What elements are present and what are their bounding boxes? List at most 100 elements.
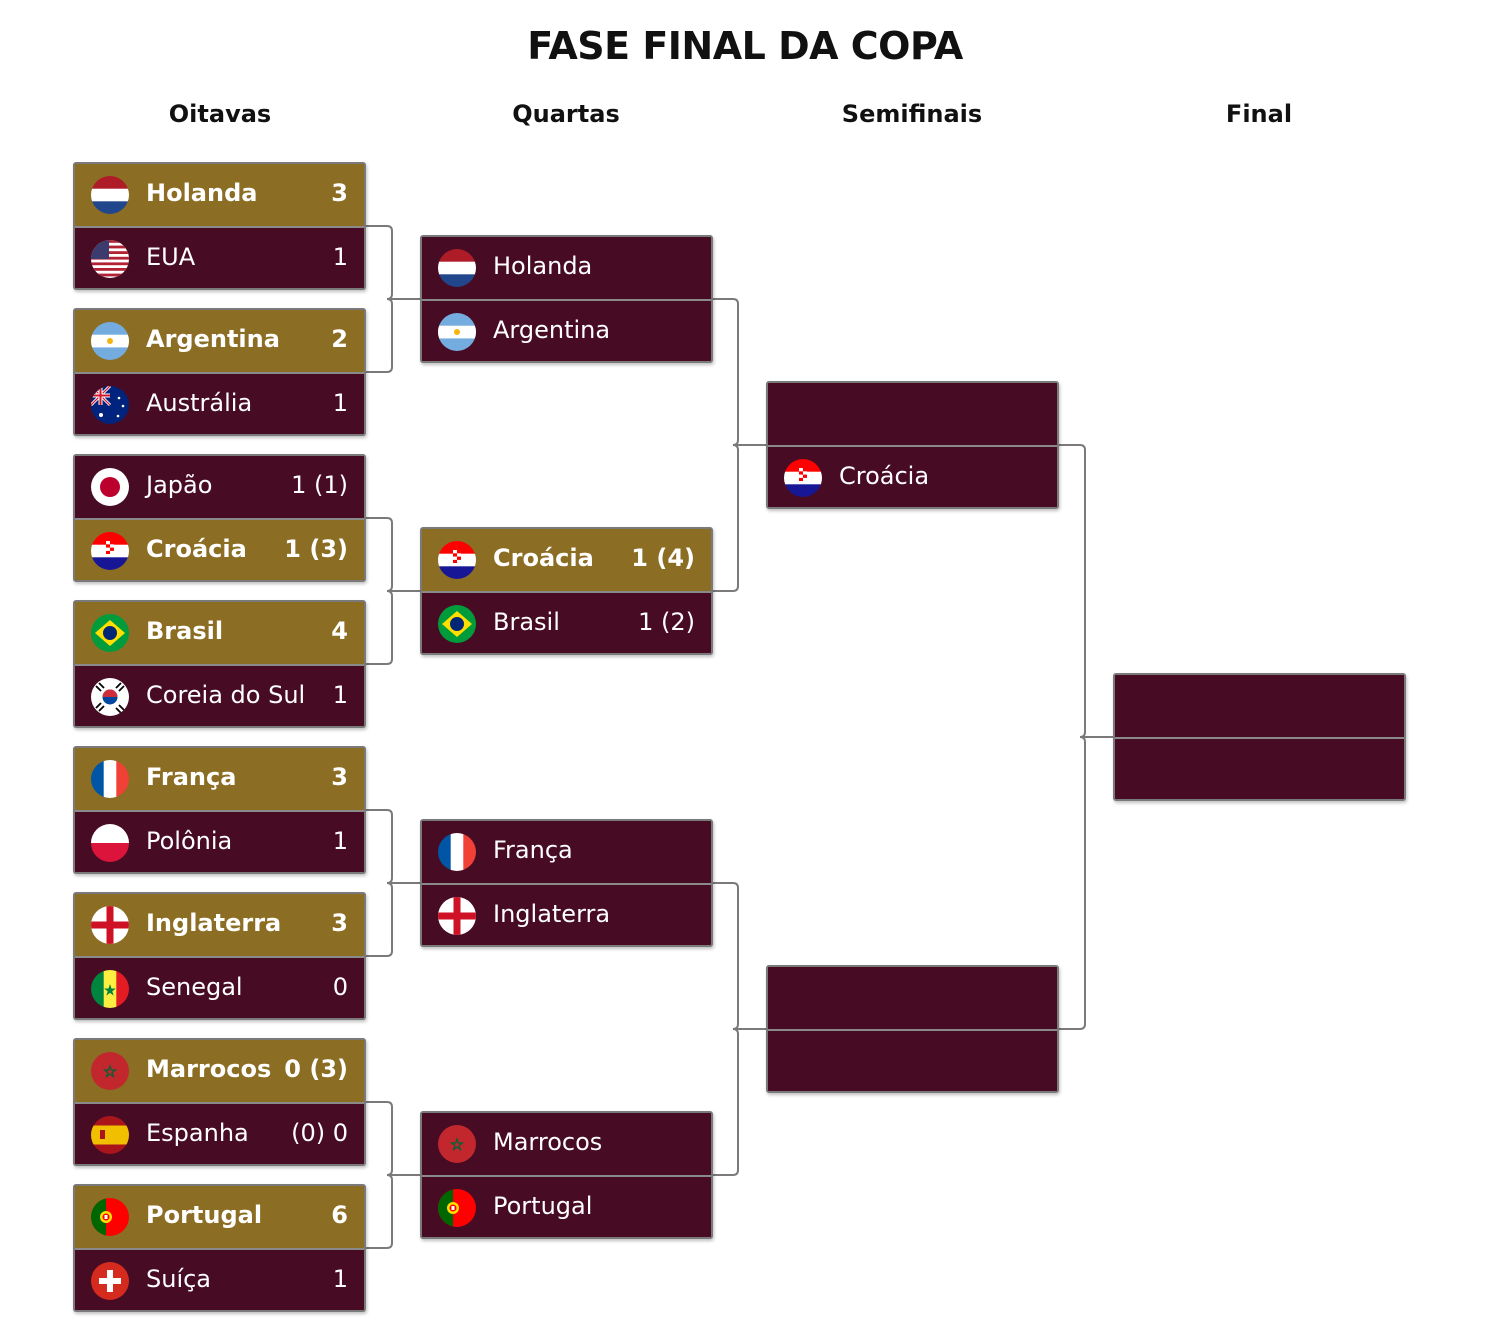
connector-line — [364, 809, 420, 957]
connector-line — [711, 298, 766, 592]
match-r16-7[interactable]: Marrocos 0 (3) Espanha (0) 0 — [73, 1038, 366, 1166]
morocco-flag-icon — [91, 1052, 129, 1090]
team-row[interactable]: Espanha (0) 0 — [75, 1102, 364, 1164]
team-row[interactable] — [1115, 737, 1404, 799]
team-name: França — [146, 763, 237, 791]
team-score: 2 — [331, 325, 348, 353]
team-row[interactable]: Portugal 6 — [75, 1186, 364, 1248]
poland-flag-icon — [91, 824, 129, 862]
team-name: Marrocos — [146, 1055, 272, 1083]
team-name: Holanda — [493, 252, 593, 280]
team-row[interactable]: Portugal — [422, 1175, 711, 1237]
team-name: Croácia — [839, 462, 930, 490]
round-label-semifinais: Semifinais — [841, 100, 983, 128]
france-flag-icon — [91, 760, 129, 798]
team-row[interactable] — [768, 967, 1057, 1029]
team-name: Argentina — [146, 325, 280, 353]
team-score: (0) 0 — [291, 1119, 348, 1147]
portugal-flag-icon — [91, 1198, 129, 1236]
team-row[interactable]: Brasil 1 (2) — [422, 591, 711, 653]
team-score: 3 — [331, 763, 348, 791]
bracket-title: FASE FINAL DA COPA — [527, 24, 963, 68]
team-name: Brasil — [493, 608, 560, 636]
connector-line — [364, 225, 420, 373]
team-name: Inglaterra — [146, 909, 282, 937]
team-score: 3 — [331, 909, 348, 937]
australia-flag-icon — [91, 386, 129, 424]
argentina-flag-icon — [438, 313, 476, 351]
team-score: 1 (2) — [638, 608, 695, 636]
usa-flag-icon — [91, 240, 129, 278]
team-row[interactable] — [768, 383, 1057, 445]
team-name: Coreia do Sul — [146, 681, 306, 709]
team-name: França — [493, 836, 573, 864]
team-row[interactable]: França — [422, 821, 711, 883]
south-korea-flag-icon — [91, 678, 129, 716]
team-name: Croácia — [146, 535, 247, 563]
team-row[interactable]: Croácia 1 (3) — [75, 518, 364, 580]
team-score: 1 (3) — [284, 535, 348, 563]
connector-line — [364, 517, 420, 665]
team-score: 1 (4) — [631, 544, 695, 572]
team-name: Marrocos — [493, 1128, 603, 1156]
team-row[interactable]: Argentina — [422, 299, 711, 361]
brazil-flag-icon — [91, 614, 129, 652]
team-row[interactable] — [1115, 675, 1404, 737]
team-name: Polônia — [146, 827, 233, 855]
match-sf-1[interactable]: Croácia — [766, 381, 1059, 509]
team-name: Brasil — [146, 617, 224, 645]
match-sf-2[interactable] — [766, 965, 1059, 1093]
team-row[interactable]: Coreia do Sul 1 — [75, 664, 364, 726]
team-name: Japão — [146, 471, 213, 499]
round-label-final: Final — [1225, 100, 1293, 128]
team-row[interactable]: França 3 — [75, 748, 364, 810]
team-score: 1 — [332, 389, 348, 417]
team-row[interactable]: Argentina 2 — [75, 310, 364, 372]
team-score: 6 — [331, 1201, 348, 1229]
argentina-flag-icon — [91, 322, 129, 360]
round-label-oitavas: Oitavas — [168, 100, 272, 128]
team-row[interactable]: Croácia — [768, 445, 1057, 507]
connector-line — [1057, 444, 1113, 1030]
team-row[interactable]: Marrocos — [422, 1113, 711, 1175]
team-name: Argentina — [493, 316, 611, 344]
round-label-quartas: Quartas — [512, 100, 620, 128]
team-name: Portugal — [493, 1192, 593, 1220]
team-name: Espanha — [146, 1119, 249, 1147]
team-score: 0 (3) — [284, 1055, 348, 1083]
morocco-flag-icon — [438, 1125, 476, 1163]
team-row[interactable] — [768, 1029, 1057, 1091]
team-row[interactable]: Marrocos 0 (3) — [75, 1040, 364, 1102]
team-name: Portugal — [146, 1201, 263, 1229]
team-row[interactable]: Inglaterra — [422, 883, 711, 945]
france-flag-icon — [438, 833, 476, 871]
connector-line — [711, 882, 766, 1176]
team-score: 0 — [332, 973, 348, 1001]
team-row[interactable]: Holanda — [422, 237, 711, 299]
team-row[interactable]: Inglaterra 3 — [75, 894, 364, 956]
team-score: 1 — [332, 681, 348, 709]
match-final[interactable] — [1113, 673, 1406, 801]
team-score: 3 — [331, 179, 348, 207]
